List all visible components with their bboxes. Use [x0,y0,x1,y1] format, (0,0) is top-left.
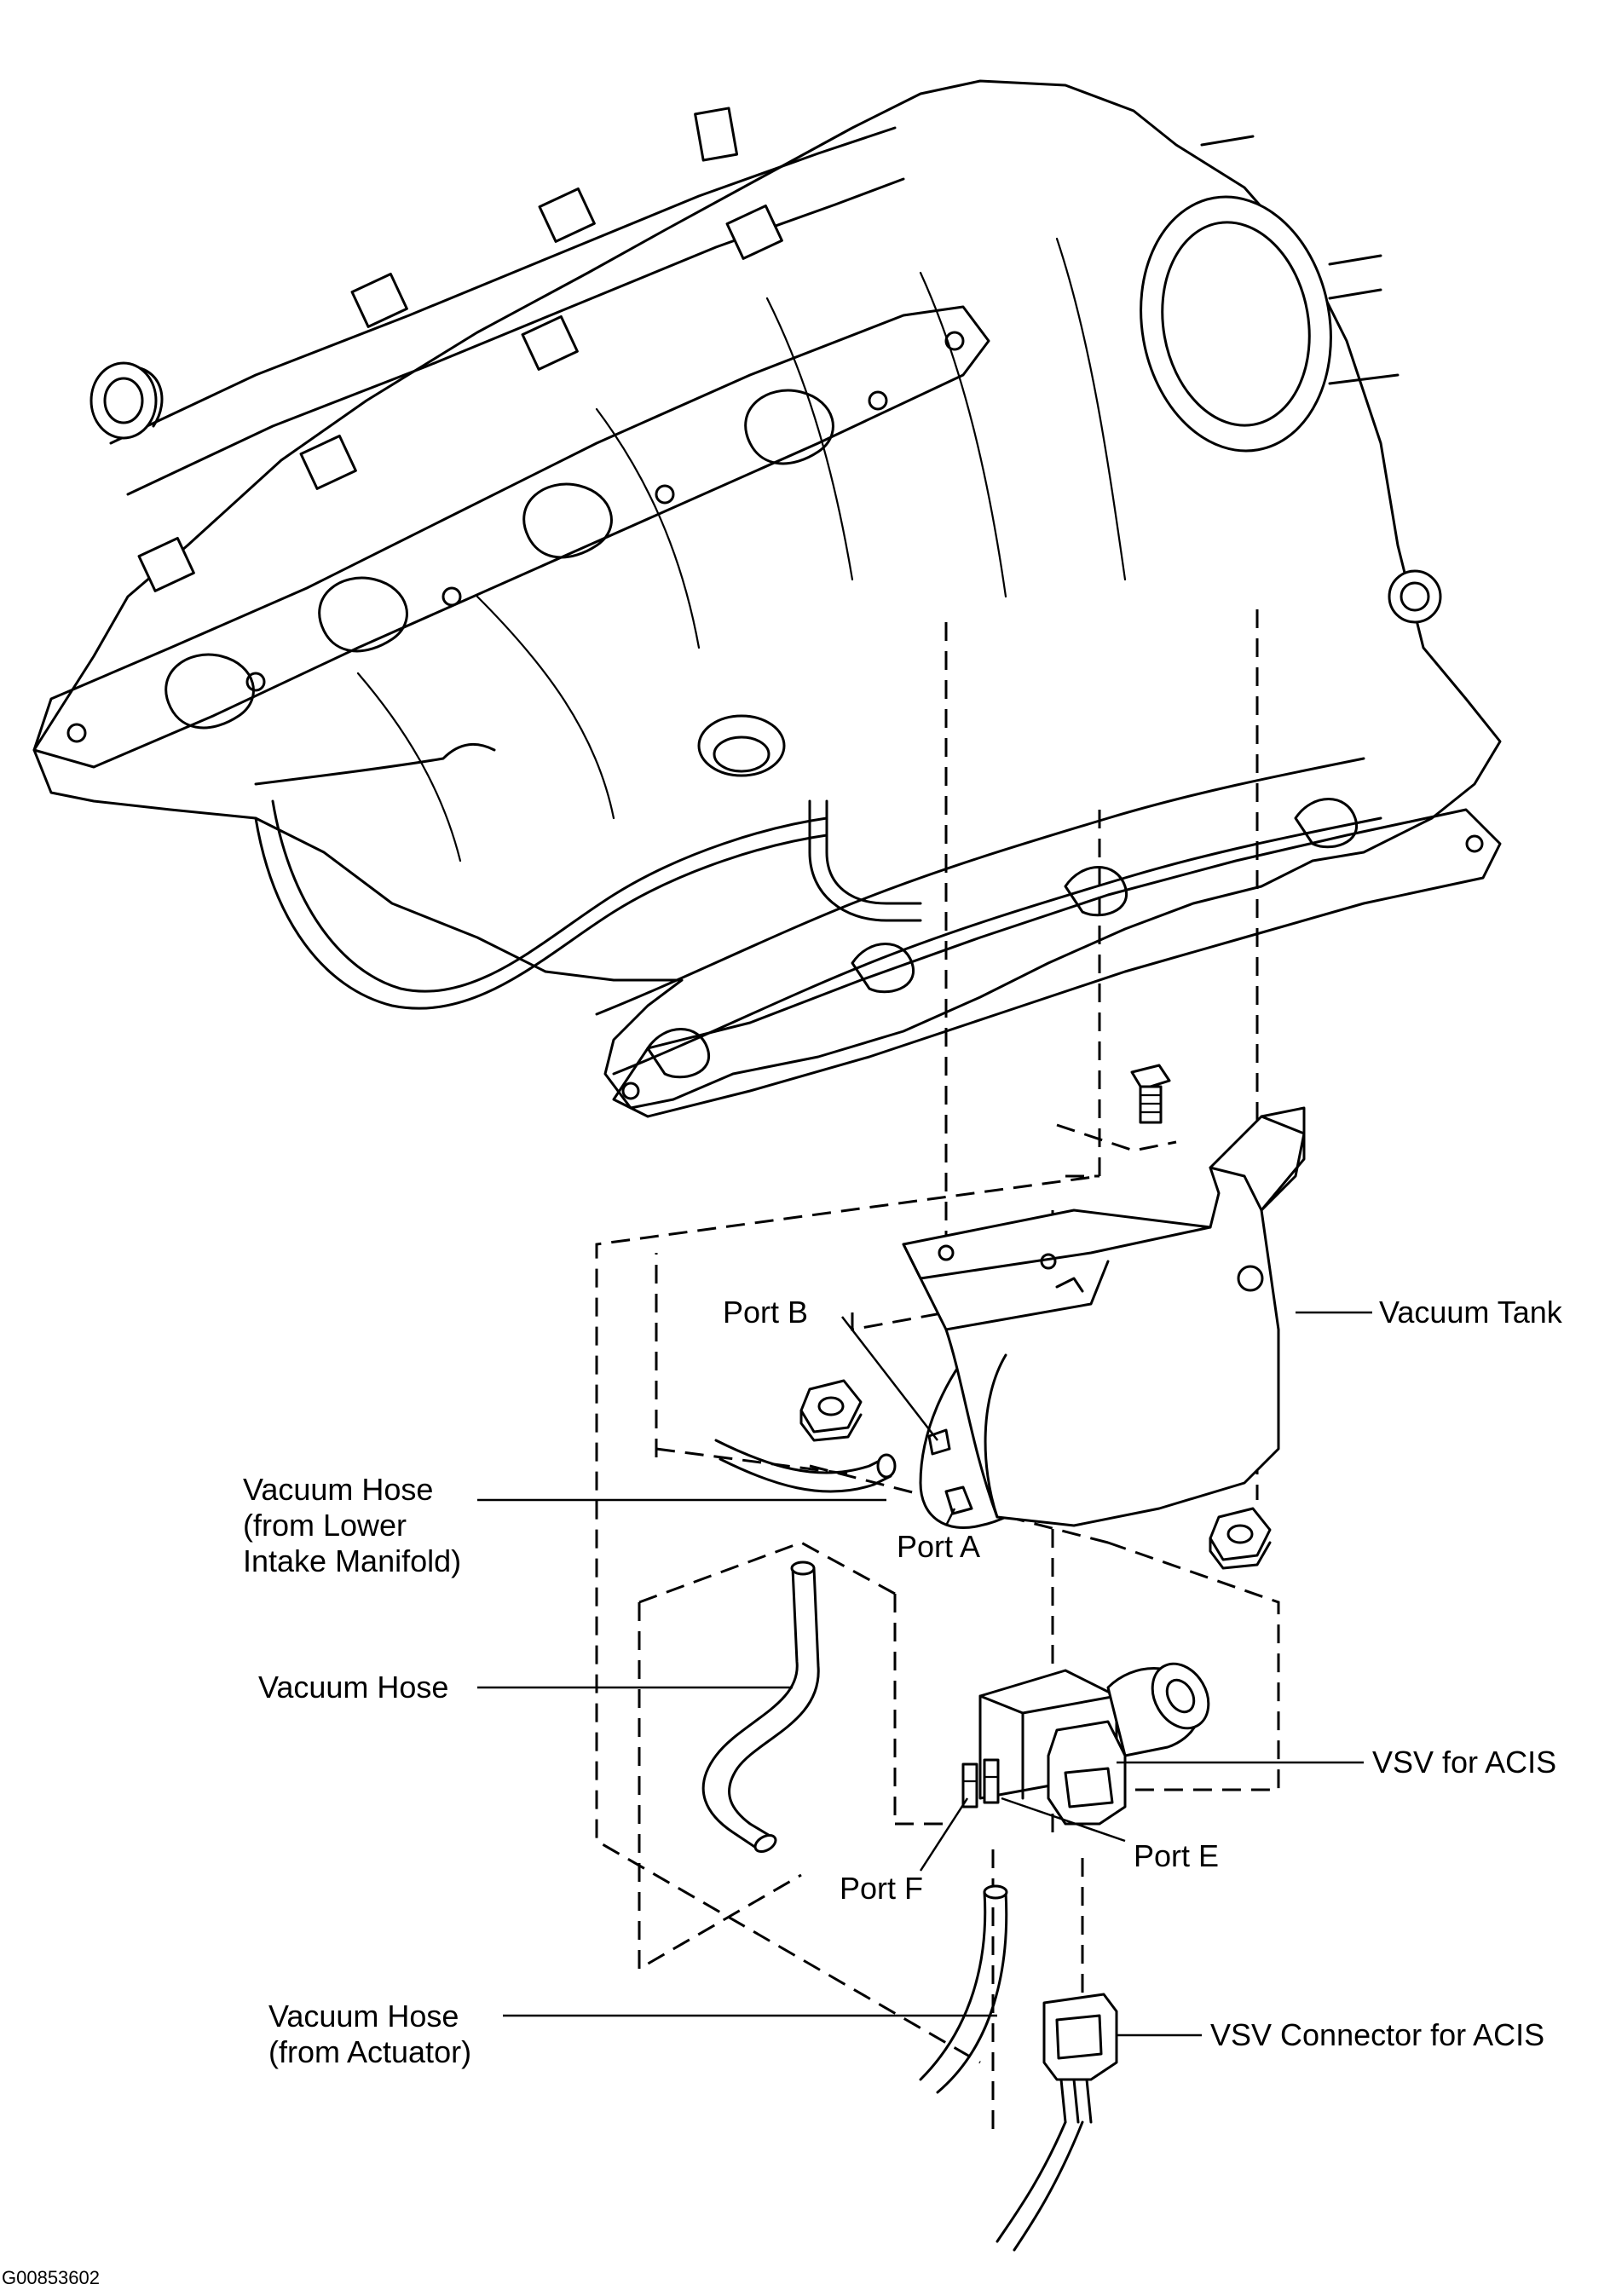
label-vacuum-tank: Vacuum Tank [1379,1295,1563,1330]
label-vacuum-hose-lower-2: (from Lower [243,1508,407,1543]
label-vacuum-hose-actuator-1: Vacuum Hose [268,1999,459,2034]
label-vacuum-hose-lower-3: Intake Manifold) [243,1543,461,1578]
label-port-a: Port A [897,1529,980,1564]
label-port-b: Port B [723,1295,808,1330]
vacuum-hose-s [701,1560,820,1853]
injectors [137,107,783,592]
hose-from-actuator [919,1884,1008,2094]
vsv-for-acis [961,1662,1210,1826]
label-vsv-connector: VSV Connector for ACIS [1210,2017,1544,2052]
nut-left [799,1379,863,1442]
figure-code: G00853602 [2,2267,100,2288]
label-port-f: Port F [840,1871,923,1906]
vacuum-tank [902,1106,1306,1530]
label-port-e: Port E [1134,1838,1219,1873]
label-vacuum-hose-lower-1: Vacuum Hose [243,1472,433,1507]
leader-lines [477,1311,1372,2037]
label-vacuum-hose-actuator-2: (from Actuator) [268,2034,471,2069]
bolt [1130,1064,1171,1124]
vsv-connector [996,1993,1118,2252]
label-vacuum-hose: Vacuum Hose [258,1670,448,1705]
labels: Vacuum Tank Port B Vacuum Hose (from Low… [2,1295,1563,2288]
nut-right [1209,1507,1272,1570]
intake-manifold [32,79,1502,1118]
hose-from-lower-intake [714,1439,897,1493]
label-vsv-for-acis: VSV for ACIS [1372,1745,1556,1780]
